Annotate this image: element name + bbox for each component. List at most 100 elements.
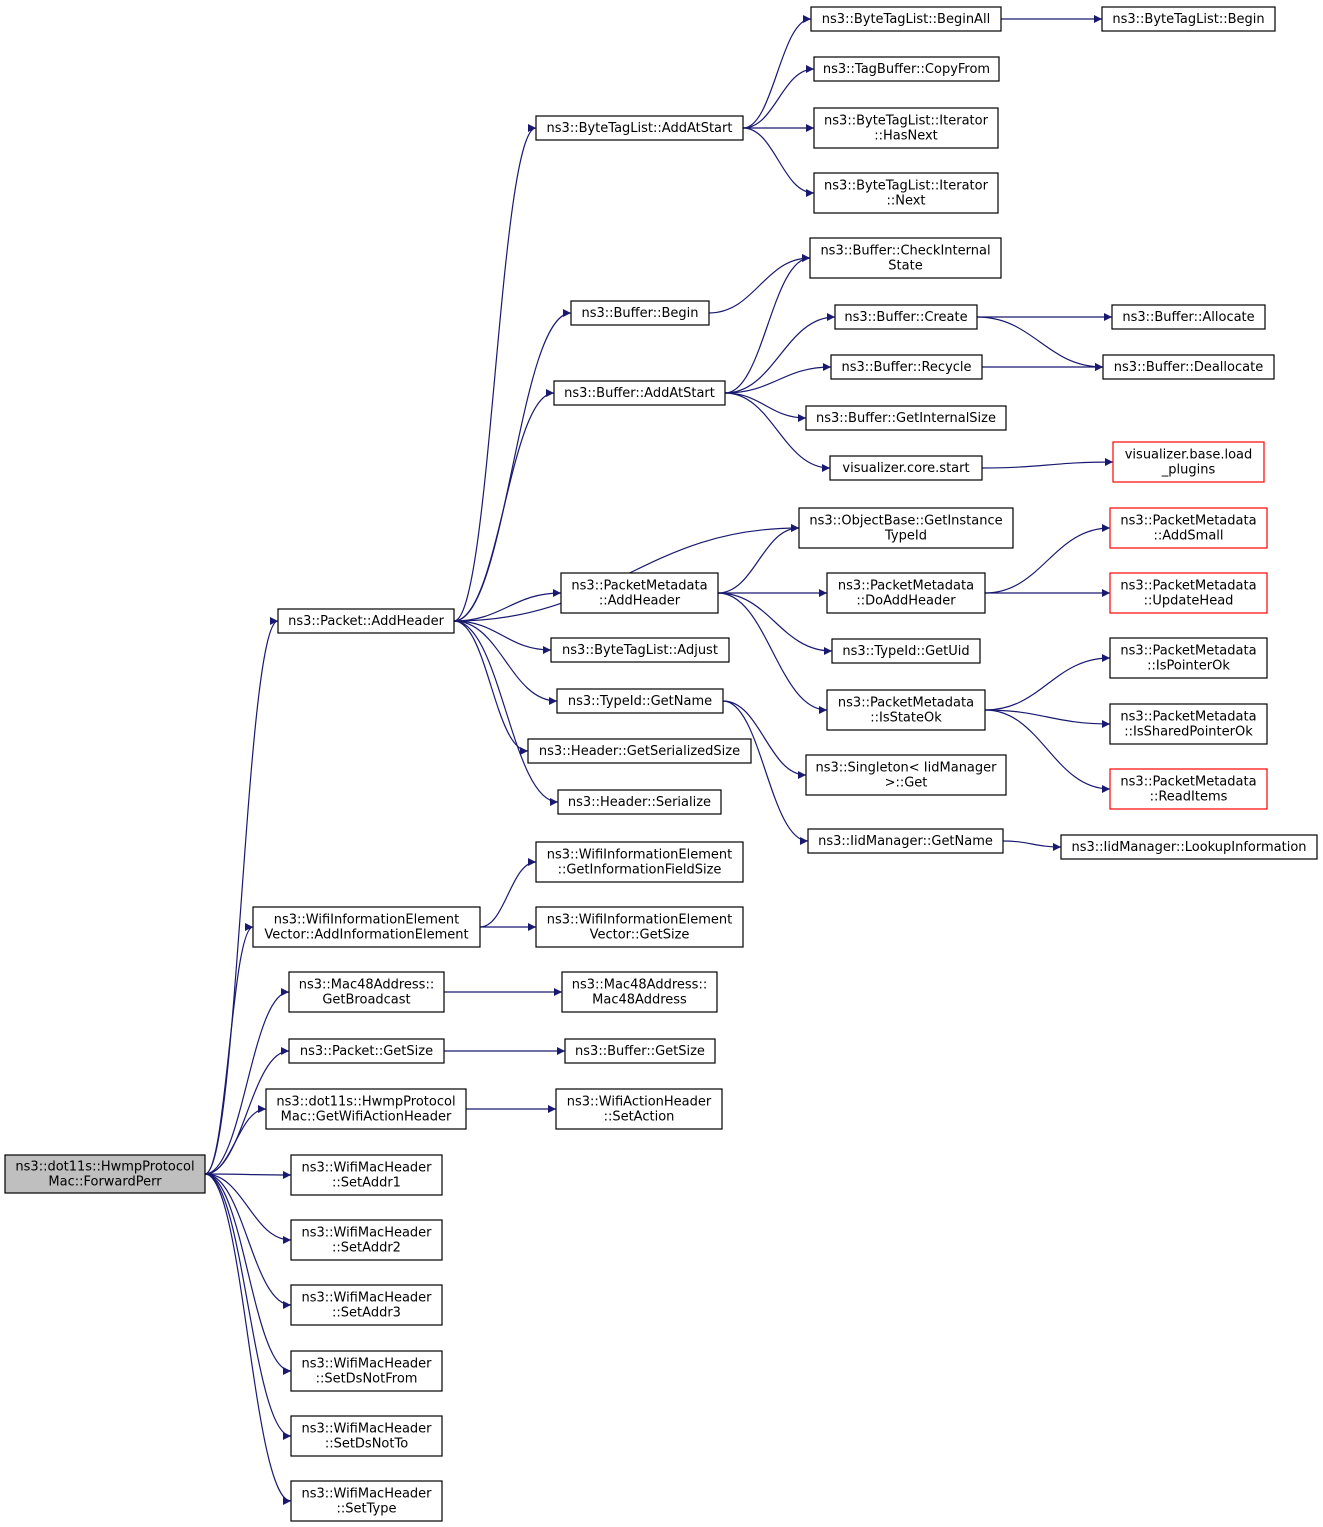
graph-node-viz-base-load[interactable]: visualizer.base.load_plugins — [1112, 441, 1265, 483]
graph-node-pm-addsmall[interactable]: ns3::PacketMetadata::AddSmall — [1109, 507, 1268, 549]
call-edge-pkt-addheader-to-hdr-serialize — [453, 620, 559, 806]
node-label-line: ::IsPointerOk — [1147, 659, 1230, 674]
graph-node-buf-begin[interactable]: ns3::Buffer::Begin — [570, 300, 710, 326]
graph-node-pm-issharedptrok[interactable]: ns3::PacketMetadata::IsSharedPointerOk — [1109, 703, 1268, 745]
node-box — [550, 637, 730, 663]
graph-node-wie-getifsize[interactable]: ns3::WifiInformationElement::GetInformat… — [535, 841, 744, 883]
node-box — [252, 906, 481, 948]
graph-node-hdr-getsersize[interactable]: ns3::Header::GetSerializedSize — [527, 738, 752, 764]
graph-node-pm-ispointerok[interactable]: ns3::PacketMetadata::IsPointerOk — [1109, 637, 1268, 679]
node-label-line: ns3::Mac48Address:: — [299, 978, 434, 993]
graph-node-btl-adjust[interactable]: ns3::ByteTagList::Adjust — [550, 637, 730, 663]
node-label-line: ns3::ByteTagList::Begin — [1112, 12, 1264, 27]
graph-node-btl-it-next[interactable]: ns3::ByteTagList::Iterator::Next — [813, 172, 999, 214]
graph-node-pm-updatehead[interactable]: ns3::PacketMetadata::UpdateHead — [1109, 572, 1268, 614]
node-box — [834, 304, 978, 330]
graph-node-buf-recycle[interactable]: ns3::Buffer::Recycle — [830, 354, 983, 380]
node-box — [826, 689, 986, 731]
node-box — [535, 841, 744, 883]
graph-node-pm-doaddheader[interactable]: ns3::PacketMetadata::DoAddHeader — [826, 572, 986, 614]
graph-node-buf-allocate[interactable]: ns3::Buffer::Allocate — [1111, 304, 1266, 330]
node-label-line: ns3::WifiMacHeader — [301, 1161, 432, 1176]
graph-node-buf-create[interactable]: ns3::Buffer::Create — [834, 304, 978, 330]
graph-node-wie-add[interactable]: ns3::WifiInformationElementVector::AddIn… — [252, 906, 481, 948]
graph-node-viz-core-start[interactable]: visualizer.core.start — [829, 455, 983, 481]
node-box — [535, 115, 744, 141]
call-edge-pm-addheader-to-pm-isstateok — [717, 592, 828, 714]
graph-node-pkt-addheader[interactable]: ns3::Packet::AddHeader — [277, 608, 455, 634]
graph-node-btl-addatstart[interactable]: ns3::ByteTagList::AddAtStart — [535, 115, 744, 141]
node-label-line: ns3::Buffer::Create — [844, 310, 967, 325]
node-box — [4, 1154, 206, 1194]
call-edge-root-to-wmh-addr1 — [204, 1170, 292, 1179]
call-edge-pkt-addheader-to-typeid-getname — [453, 620, 558, 705]
graph-node-typeid-getname[interactable]: ns3::TypeId::GetName — [556, 688, 724, 714]
node-label-line: ns3::Packet::AddHeader — [288, 614, 444, 629]
graph-node-pm-readitems[interactable]: ns3::PacketMetadata::ReadItems — [1109, 768, 1268, 810]
node-box — [564, 1038, 716, 1064]
graph-node-btl-it-hasnext[interactable]: ns3::ByteTagList::Iterator::HasNext — [813, 107, 999, 149]
node-box — [830, 354, 983, 380]
graph-node-wmh-settype[interactable]: ns3::WifiMacHeader::SetType — [290, 1480, 443, 1522]
node-label-line: ns3::ByteTagList::Adjust — [562, 643, 718, 658]
graph-node-singleton-get[interactable]: ns3::Singleton< IidManager >::Get — [805, 754, 1007, 796]
call-edge-typeid-getname-to-iid-getname — [722, 700, 809, 845]
graph-node-hdr-serialize[interactable]: ns3::Header::Serialize — [557, 789, 722, 815]
node-label-line: ns3::PacketMetadata — [571, 579, 707, 594]
graph-node-pm-addheader[interactable]: ns3::PacketMetadata::AddHeader — [560, 572, 719, 614]
node-box — [1102, 354, 1275, 380]
graph-node-pkt-getsize[interactable]: ns3::Packet::GetSize — [288, 1038, 445, 1064]
graph-node-typeid-getuid[interactable]: ns3::TypeId::GetUid — [831, 638, 981, 664]
node-label-line: ns3::WifiMacHeader — [301, 1422, 432, 1437]
graph-node-wmh-dsnotto[interactable]: ns3::WifiMacHeader::SetDsNotTo — [290, 1415, 443, 1457]
call-edge-buf-create-to-buf-deallocate — [976, 316, 1104, 371]
call-edge-pkt-addheader-to-pm-addheader — [453, 589, 562, 622]
graph-node-buf-addatstart[interactable]: ns3::Buffer::AddAtStart — [553, 380, 726, 406]
call-edge-root-to-wmh-settype — [204, 1173, 292, 1505]
graph-node-wmh-addr3[interactable]: ns3::WifiMacHeader::SetAddr3 — [290, 1284, 443, 1326]
node-box — [813, 107, 999, 149]
call-edge-root-to-wmh-addr2 — [204, 1173, 292, 1244]
node-label-line: ns3::ByteTagList::Iterator — [824, 179, 989, 194]
graph-node-mac48-getbcast[interactable]: ns3::Mac48Address::GetBroadcast — [288, 971, 445, 1013]
graph-node-buf-getsize[interactable]: ns3::Buffer::GetSize — [564, 1038, 716, 1064]
graph-node-wmh-addr2[interactable]: ns3::WifiMacHeader::SetAddr2 — [290, 1219, 443, 1261]
graph-node-buf-getinternalsize[interactable]: ns3::Buffer::GetInternalSize — [805, 405, 1007, 431]
graph-node-iid-getname[interactable]: ns3::IidManager::GetName — [807, 828, 1004, 854]
node-box — [288, 1038, 445, 1064]
node-label-line: GetBroadcast — [322, 993, 410, 1008]
node-label-line: ns3::Buffer::AddAtStart — [564, 386, 715, 401]
graph-node-buf-deallocate[interactable]: ns3::Buffer::Deallocate — [1102, 354, 1275, 380]
node-label-line: ns3::TagBuffer::CopyFrom — [823, 62, 990, 77]
node-box — [810, 6, 1002, 32]
node-label-line: ::SetDsNotTo — [325, 1437, 408, 1452]
graph-node-iid-lookupinfo[interactable]: ns3::IidManager::LookupInformation — [1060, 834, 1318, 860]
graph-node-btl-beginall[interactable]: ns3::ByteTagList::BeginAll — [810, 6, 1002, 32]
graph-node-wah-setaction[interactable]: ns3::WifiActionHeader::SetAction — [555, 1088, 723, 1130]
graph-node-wmh-dsnotfrom[interactable]: ns3::WifiMacHeader::SetDsNotFrom — [290, 1350, 443, 1392]
graph-node-tagbuf-copyfrom[interactable]: ns3::TagBuffer::CopyFrom — [813, 56, 1000, 82]
node-box — [813, 172, 999, 214]
graph-node-pm-isstateok[interactable]: ns3::PacketMetadata::IsStateOk — [826, 689, 986, 731]
graph-node-wie-getsize[interactable]: ns3::WifiInformationElementVector::GetSi… — [535, 906, 744, 948]
node-label-line: ::GetInformationFieldSize — [558, 863, 722, 878]
graph-node-wmh-addr1[interactable]: ns3::WifiMacHeader::SetAddr1 — [290, 1154, 443, 1196]
graph-node-hwmp-getwah[interactable]: ns3::dot11s::HwmpProtocolMac::GetWifiAct… — [265, 1088, 467, 1130]
node-box — [1101, 6, 1276, 32]
node-label-line: ns3::Buffer::CheckInternal — [820, 244, 990, 259]
node-label-line: ::SetAddr3 — [332, 1306, 401, 1321]
call-edge-root-to-wmh-dsnotto — [204, 1173, 292, 1440]
graph-node-root[interactable]: ns3::dot11s::HwmpProtocolMac::ForwardPer… — [4, 1154, 206, 1194]
call-edge-pm-isstateok-to-pm-ispointerok — [984, 654, 1111, 711]
node-label-line: ns3::ObjectBase::GetInstance — [809, 514, 1002, 529]
node-box — [805, 405, 1007, 431]
node-label-line: TypeId — [884, 529, 927, 544]
node-label-line: ns3::WifiMacHeader — [301, 1226, 432, 1241]
node-label-line: ns3::Packet::GetSize — [300, 1044, 433, 1059]
node-box — [809, 237, 1002, 279]
call-edge-pkt-addheader-to-buf-begin — [453, 309, 572, 622]
graph-node-mac48-ctor[interactable]: ns3::Mac48Address::Mac48Address — [561, 971, 718, 1013]
graph-node-btl-begin[interactable]: ns3::ByteTagList::Begin — [1101, 6, 1276, 32]
